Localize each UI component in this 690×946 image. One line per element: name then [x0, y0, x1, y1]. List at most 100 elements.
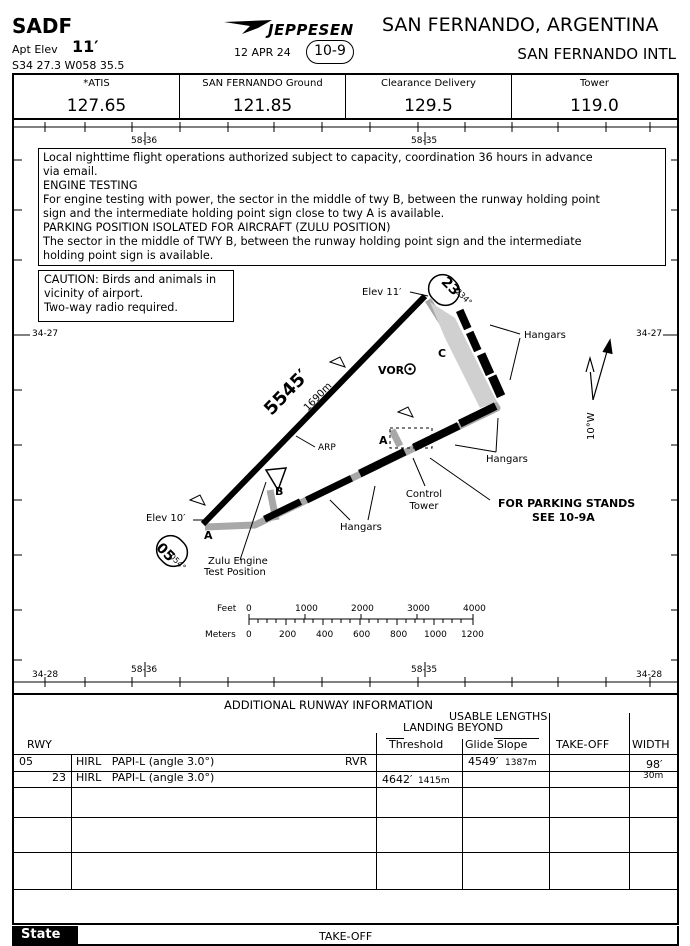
scale-ft-2000: 2000: [351, 604, 374, 614]
lon-label-top-right: 58-35: [411, 136, 438, 146]
row-05-glide-m: 1387m: [505, 758, 537, 768]
taxiway-a-label-north: A: [379, 434, 388, 447]
runway-info-table: [12, 693, 679, 925]
row-05-rwy: 05: [19, 755, 33, 768]
scale-m-200: 200: [279, 630, 297, 640]
chart-number-badge: 10-9: [306, 40, 354, 64]
caution-box: CAUTION: Birds and animals in vicinity o…: [38, 270, 234, 322]
zulu-triangle-icon: [264, 467, 288, 492]
col-glide-header: Glide Slope: [465, 738, 528, 751]
scale-m-1000: 1000: [424, 630, 447, 640]
row-05-lights: HIRL PAPI-L (angle 3.0°): [76, 755, 215, 768]
row-05-glide: 4549′: [468, 755, 499, 768]
caution-line: Two-way radio required.: [44, 301, 178, 314]
control-tower-label: Control Tower: [405, 489, 443, 512]
parking-note-line2: SEE 10-9A: [532, 511, 595, 524]
city-title: SAN FERNANDO, ARGENTINA: [382, 14, 659, 36]
freq-value: 127.65: [66, 96, 127, 116]
brand-name: JEPPESEN: [268, 21, 354, 39]
scale-m-0: 0: [246, 630, 252, 640]
col-rwy-header: RWY: [27, 738, 52, 751]
runway-05-23: [200, 293, 428, 527]
hangars-label-e: Hangars: [486, 454, 528, 465]
elev-sw-label: Elev 10′: [146, 513, 186, 524]
freq-value: 121.85: [232, 96, 293, 116]
scale-ft-4000: 4000: [463, 604, 486, 614]
jeppesen-swoosh-icon: [224, 20, 272, 34]
apron-c: [430, 302, 497, 408]
row-05-width-m: 30m: [643, 771, 664, 781]
freq-tower: Tower 119.0: [512, 75, 677, 118]
scale-ft-0: 0: [246, 604, 252, 614]
scale-m-400: 400: [316, 630, 334, 640]
row-05-rvr: RVR: [345, 755, 368, 768]
runway-end-05: [155, 534, 189, 568]
footer-takeoff: TAKE-OFF: [319, 930, 373, 943]
airport-diagram-frame: [12, 118, 679, 694]
hangars-label-ne: Hangars: [524, 330, 566, 341]
caution-line: CAUTION: Birds and animals in: [44, 273, 217, 286]
usable-lengths-header: USABLE LENGTHS: [449, 710, 548, 723]
elev-ne-label: Elev 11′: [362, 287, 402, 298]
taxiway-b-label: B: [275, 485, 284, 498]
jeppesen-logo: [222, 18, 276, 40]
hangar-row-east: [456, 308, 506, 399]
freq-ground: SAN FERNANDO Ground 121.85: [180, 75, 346, 118]
scale-bar: [248, 614, 474, 625]
lon-label-top-left: 58-36: [131, 136, 158, 146]
lighting-icon: [188, 356, 414, 506]
icao-code: SADF: [12, 14, 73, 38]
zulu-label-line2: Test Position: [204, 567, 266, 578]
freq-clearance: Clearance Delivery 129.5: [346, 75, 512, 118]
lat-label-left-bottom: 34-28: [32, 670, 59, 680]
scale-ft-1000: 1000: [295, 604, 318, 614]
runway-end-23: [427, 273, 461, 307]
chart-date: 12 APR 24: [234, 46, 291, 59]
note-line: The sector in the middle of TWY B, betwe…: [43, 235, 582, 248]
lat-label-right-top: 34-27: [636, 329, 663, 339]
freq-value: 129.5: [404, 96, 453, 116]
zulu-label-line1: Zulu Engine: [208, 556, 268, 567]
row-23-rwy: 23: [52, 771, 66, 784]
vor-icon: [404, 363, 416, 375]
lat-label-right-bottom: 34-28: [636, 670, 663, 680]
scale-m-600: 600: [353, 630, 371, 640]
freq-label: *ATIS: [83, 78, 110, 89]
notes-box: Local nighttime flight operations author…: [38, 148, 666, 266]
north-arrow-icon: [585, 338, 613, 401]
grid-ticks: [14, 122, 679, 687]
magnetic-variation: 10°W: [586, 412, 597, 440]
airport-coords: S34 27.3 W058 35.5: [12, 59, 125, 72]
lat-label-left-top: 34-27: [32, 329, 59, 339]
caution-line: vicinity of airport.: [44, 287, 144, 300]
col-takeoff-header: TAKE-OFF: [556, 738, 610, 751]
note-line: Local nighttime flight operations author…: [43, 151, 593, 164]
airport-name: SAN FERNANDO INTL: [517, 45, 676, 63]
taxiway-c-label: C: [438, 347, 447, 360]
freq-label: Clearance Delivery: [381, 78, 476, 89]
hangars-label-s: Hangars: [340, 522, 382, 533]
footer-bar: State TAKE-OFF: [12, 926, 679, 946]
lon-label-bottom-left: 58-36: [131, 665, 158, 675]
scale-m-1200: 1200: [461, 630, 484, 640]
frequency-bar: *ATIS 127.65 SAN FERNANDO Ground 121.85 …: [12, 73, 679, 120]
note-line: ENGINE TESTING: [43, 179, 138, 192]
scale-feet-label: Feet: [217, 604, 237, 614]
landing-beyond-header: LANDING BEYOND: [403, 721, 504, 734]
scale-ft-3000: 3000: [407, 604, 430, 614]
row-05-width: 98′: [646, 758, 663, 771]
row-23-threshold-m: 1415m: [418, 776, 450, 786]
taxiway-a-label-south: A: [204, 529, 213, 542]
parking-note-line1: FOR PARKING STANDS: [498, 497, 636, 510]
col-threshold-header: Threshold: [389, 738, 444, 751]
chart-number: 10-9: [314, 43, 346, 59]
airport-diagram: [155, 273, 613, 568]
row-23-threshold: 4642′: [382, 773, 413, 786]
freq-label: Tower: [580, 78, 609, 89]
freq-atis: *ATIS 127.65: [14, 75, 180, 118]
row-23-lights: HIRL PAPI-L (angle 3.0°): [76, 771, 215, 784]
apt-elev-label: Apt Elev: [12, 43, 58, 56]
vor-label: VOR: [378, 364, 405, 377]
scale-meters-label: Meters: [205, 630, 236, 640]
note-line: PARKING POSITION ISOLATED FOR AIRCRAFT (…: [43, 221, 391, 234]
